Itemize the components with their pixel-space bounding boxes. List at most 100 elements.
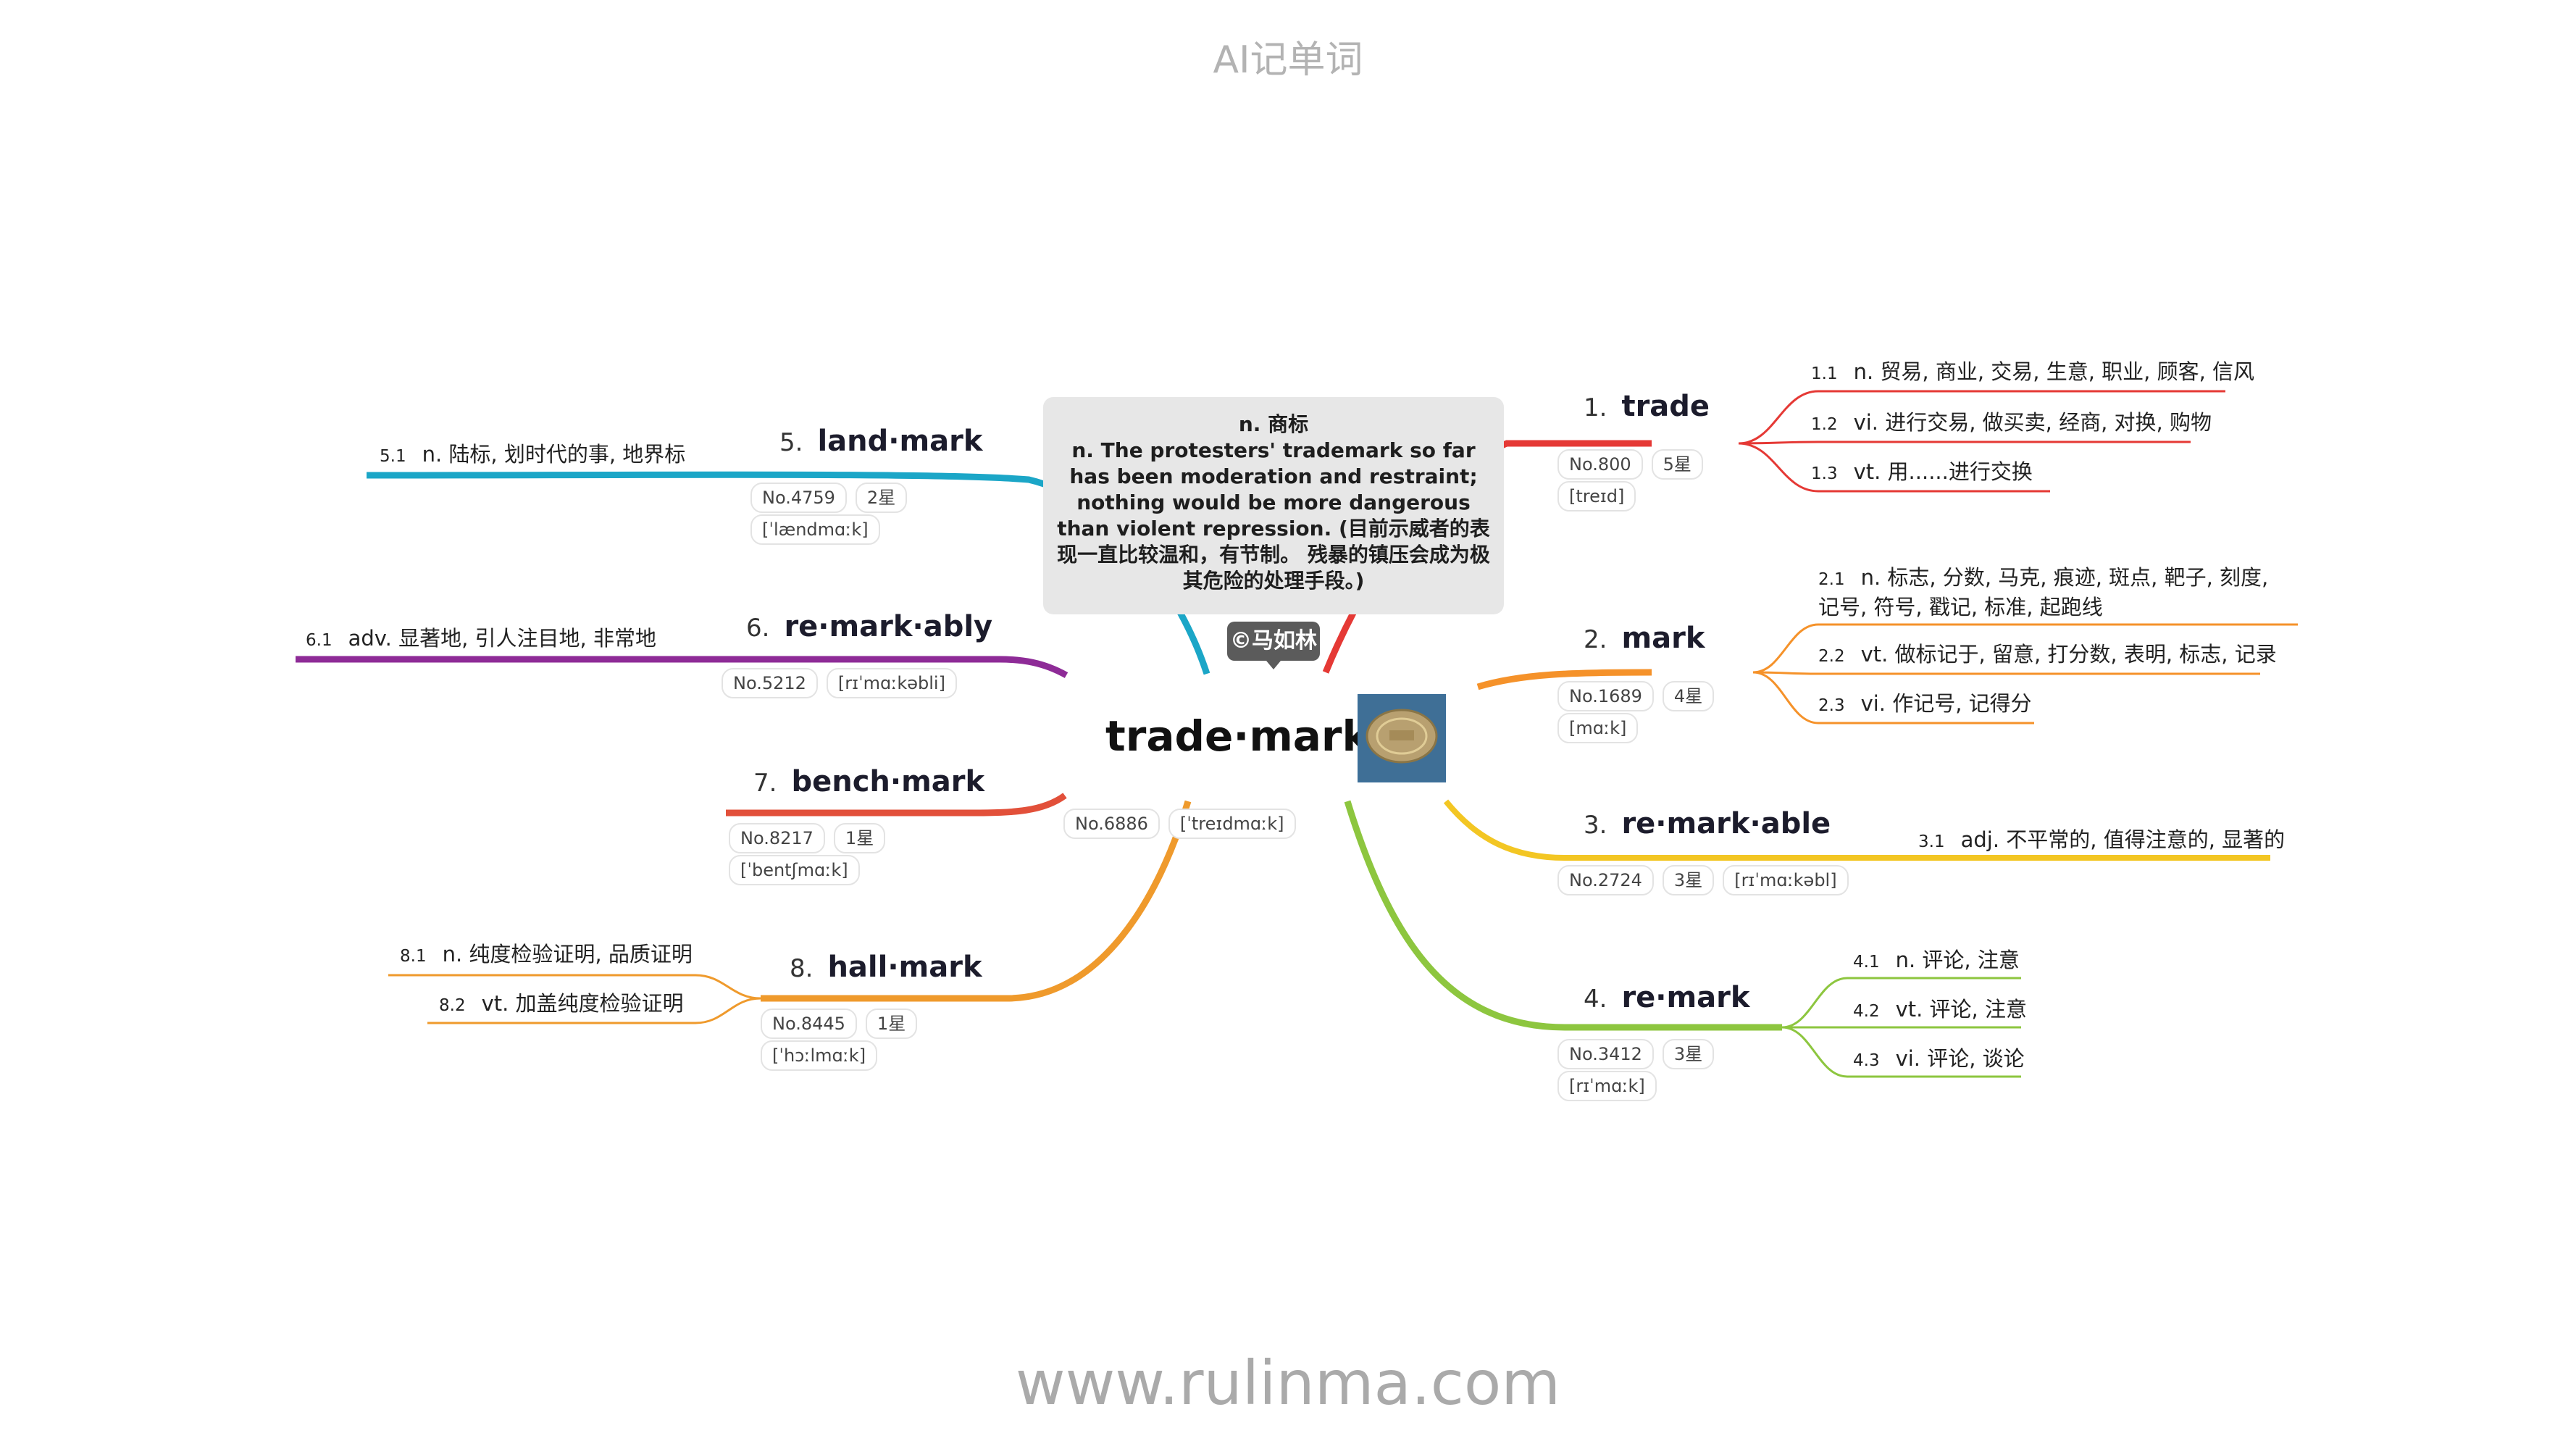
branch-5-stars: 2星: [855, 483, 908, 513]
branch-6-number: 6.: [746, 614, 770, 643]
footer-url[interactable]: www.rulinma.com: [1015, 1348, 1561, 1419]
branch-1-phonetic: [treɪd]: [1557, 481, 1636, 511]
branch-2-phonetic: [mɑːk]: [1557, 713, 1639, 743]
sub-connector-8-1: [388, 974, 761, 1000]
branch-8-title[interactable]: 8. hall·mark: [790, 951, 982, 984]
coin-image: [1358, 694, 1446, 782]
branch-2-meta: No.1689 4星: [1557, 681, 1715, 711]
branch-3-no: No.2724: [1557, 865, 1654, 895]
connector-hallmark: [761, 800, 1192, 1002]
branch-1-meta-2: [treɪd]: [1557, 481, 1636, 511]
branch-5-meta: No.4759 2星: [750, 483, 908, 513]
sub-connector-4-1: [1781, 977, 2021, 1029]
branch-5-number: 5.: [779, 428, 803, 457]
sub-connector-1-1: [1738, 390, 2225, 445]
branch-2-no: No.1689: [1557, 681, 1654, 711]
branch-1-word: trade: [1621, 390, 1710, 423]
branch-1-number: 1.: [1584, 393, 1607, 422]
branch-7-phonetic: [ˈbentʃmɑːk]: [729, 855, 860, 885]
branch-5-phonetic: [ˈlændmɑːk]: [750, 514, 880, 545]
copyright-tag: ©马如林: [1227, 622, 1320, 669]
branch-4-phonetic: [rɪˈmɑːk]: [1557, 1071, 1657, 1101]
branch-3-title[interactable]: 3. re·mark·able: [1584, 807, 1831, 840]
branch-4-title[interactable]: 4. re·mark: [1584, 981, 1750, 1014]
sub-connector-2-3: [1752, 671, 2034, 724]
central-word[interactable]: trade·mark: [1105, 711, 1371, 761]
sub-connector-4-3: [1781, 1026, 2021, 1078]
branch-5-title[interactable]: 5. land·mark: [779, 425, 982, 458]
branch-5-meta-2: [ˈlændmɑːk]: [750, 514, 880, 545]
branch-6-word: re·mark·ably: [784, 610, 993, 643]
branch-2-title[interactable]: 2. mark: [1584, 622, 1705, 655]
connector-remark: [1344, 800, 1782, 1031]
branch-4-meta: No.3412 3星: [1557, 1039, 1715, 1069]
branch-7-meta: No.8217 1星: [729, 823, 886, 853]
branch-6-no: No.5212: [722, 668, 818, 698]
branch-8-word: hall·mark: [827, 951, 982, 984]
connector-mark: [1476, 669, 1652, 690]
branch-7-no: No.8217: [729, 823, 825, 853]
branch-3-stars: 3星: [1662, 865, 1715, 895]
branch-3-phonetic: [rɪˈmɑːkəbl]: [1723, 865, 1849, 895]
branch-3-number: 3.: [1584, 811, 1607, 840]
branch-3-word: re·mark·able: [1621, 807, 1831, 840]
branch-1-no: No.800: [1557, 449, 1643, 480]
central-number: No.6886: [1063, 809, 1160, 839]
central-meta: No.6886 [ˈtreɪdmɑːk]: [1063, 809, 1296, 839]
branch-7-meta-2: [ˈbentʃmɑːk]: [729, 855, 860, 885]
sub-connector-1-2: [1738, 440, 2191, 445]
branch-8-no: No.8445: [761, 1009, 857, 1039]
note-pos: n. 商标: [1238, 412, 1309, 436]
branch-8-number: 8.: [790, 954, 814, 983]
central-phonetic: [ˈtreɪdmɑːk]: [1168, 809, 1296, 839]
branch-8-meta: No.8445 1星: [761, 1009, 918, 1039]
branch-4-word: re·mark: [1621, 981, 1750, 1014]
branch-1-title[interactable]: 1. trade: [1584, 390, 1710, 423]
branch-2-number: 2.: [1584, 625, 1607, 654]
connector-remarkable: [1443, 799, 2270, 861]
coin-icon: [1359, 696, 1444, 781]
branch-8-stars: 1星: [865, 1009, 918, 1039]
branch-1-meta: No.800 5星: [1557, 449, 1703, 480]
sub-connector-2-2: [1752, 671, 2260, 675]
connector-remarkably: [296, 656, 1069, 678]
branch-5-word: land·mark: [817, 425, 983, 458]
branch-4-meta-2: [rɪˈmɑːk]: [1557, 1071, 1657, 1101]
branch-2-word: mark: [1621, 622, 1705, 655]
sub-connector-2-1: [1752, 623, 2298, 674]
note-example: n. The protesters' trademark so far has …: [1057, 438, 1490, 593]
branch-8-meta-2: [ˈhɔːlmɑːk]: [761, 1040, 878, 1071]
branch-6-phonetic: [rɪˈmɑːkəbli]: [826, 668, 957, 698]
branch-8-phonetic: [ˈhɔːlmɑːk]: [761, 1040, 878, 1071]
branch-6-meta: No.5212 [rɪˈmɑːkəbli]: [722, 668, 957, 698]
branch-2-meta-2: [mɑːk]: [1557, 713, 1639, 743]
branch-7-stars: 1星: [833, 823, 886, 853]
branch-4-number: 4.: [1584, 985, 1607, 1014]
sub-connector-1-3: [1738, 442, 2050, 493]
branch-4-no: No.3412: [1557, 1039, 1654, 1069]
branch-4-stars: 3星: [1662, 1039, 1715, 1069]
branch-7-word: bench·mark: [791, 765, 985, 798]
page-title: AI记单词: [1213, 38, 1363, 82]
branch-3-meta: No.2724 3星 [rɪˈmɑːkəbl]: [1557, 865, 1849, 895]
branch-7-title[interactable]: 7. bench·mark: [753, 765, 984, 798]
branch-1-stars: 5星: [1651, 449, 1703, 480]
branch-2-stars: 4星: [1662, 681, 1715, 711]
sub-connector-8-2: [427, 997, 761, 1024]
branch-6-title[interactable]: 6. re·mark·ably: [746, 610, 992, 643]
branch-7-number: 7.: [753, 769, 777, 798]
